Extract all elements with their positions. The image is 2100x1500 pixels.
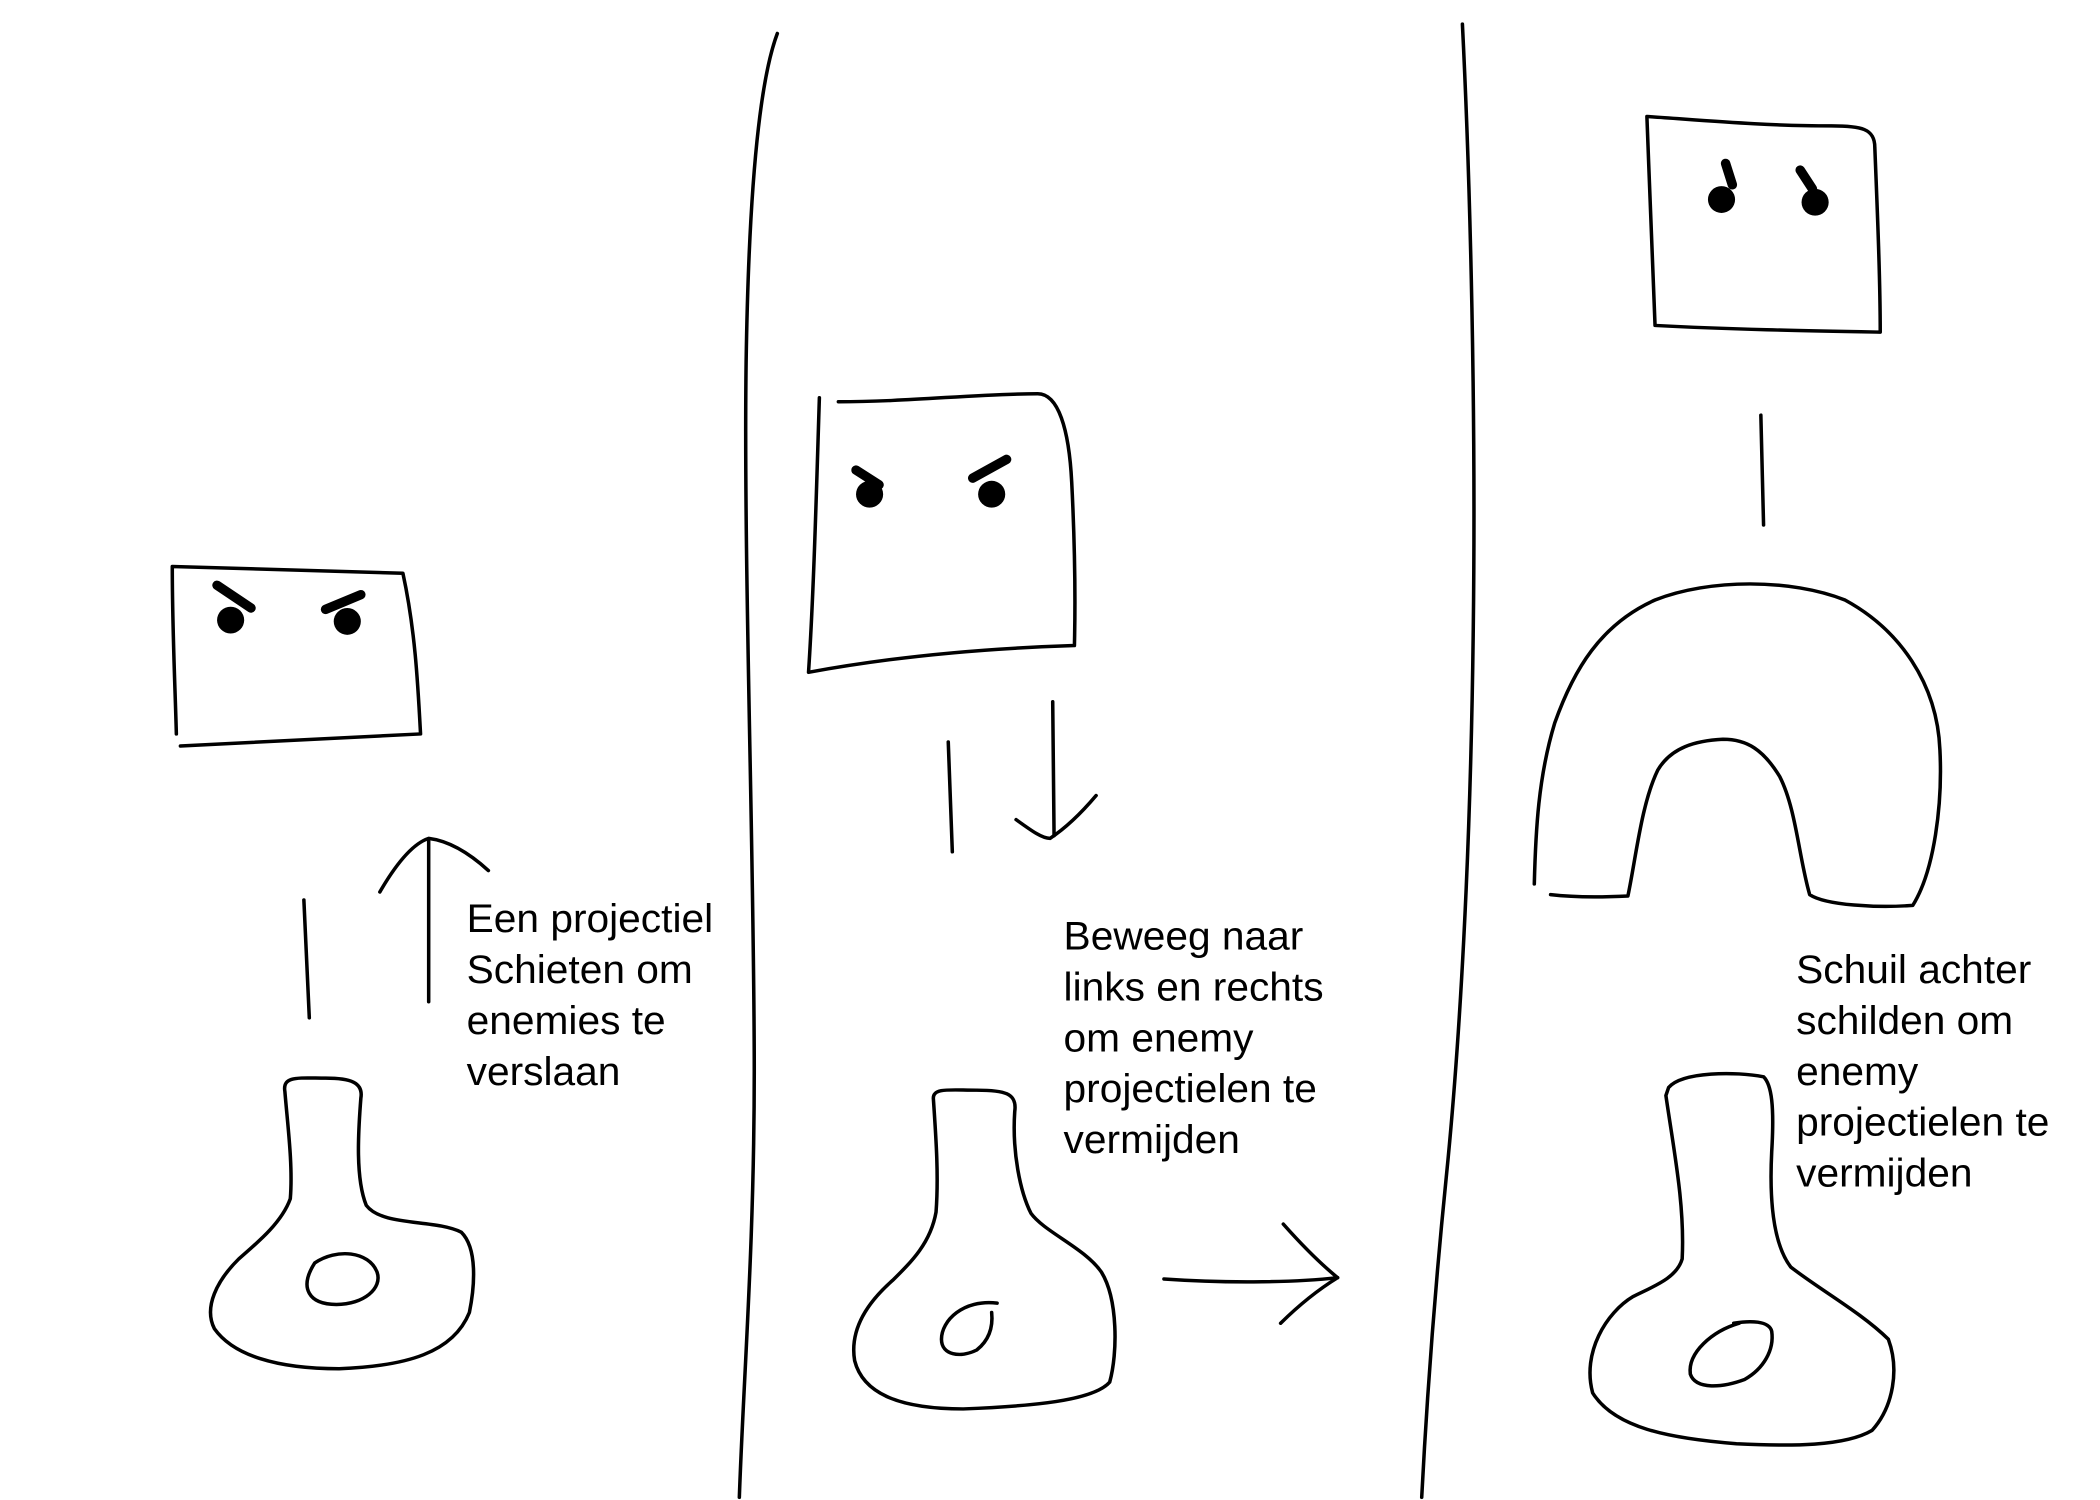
arrow-up-icon bbox=[378, 836, 491, 1004]
caption-line: links en rechts bbox=[1064, 964, 1324, 1010]
enemy-square-icon bbox=[170, 564, 423, 748]
caption-dodge: Beweeg naar links en rechts om enemy pro… bbox=[1064, 913, 1335, 1162]
panel-shield: Schuil achter schilden om enemy projecti… bbox=[1532, 114, 2061, 1447]
player-ship-icon bbox=[208, 1076, 476, 1371]
caption-line: vermijden bbox=[1064, 1116, 1240, 1162]
caption-line: Beweeg naar bbox=[1064, 913, 1304, 959]
player-projectile-icon bbox=[302, 898, 312, 1020]
caption-line: Een projectiel bbox=[467, 895, 713, 941]
panel-dodge: Beweeg naar links en rechts om enemy pro… bbox=[806, 392, 1340, 1411]
arrow-down-icon bbox=[1014, 700, 1098, 841]
panel-divider-right bbox=[1419, 22, 1476, 1500]
enemy-square-icon bbox=[806, 392, 1077, 675]
caption-line: projectielen te bbox=[1064, 1065, 1317, 1111]
caption-line: vermijden bbox=[1796, 1150, 1972, 1196]
arrow-right-icon bbox=[1162, 1222, 1340, 1325]
caption-line: enemy bbox=[1796, 1048, 1919, 1094]
panel-shoot: Een projectiel Schieten om enemies te ve… bbox=[170, 564, 725, 1371]
enemy-projectile-icon bbox=[946, 740, 955, 854]
panel-divider-left bbox=[737, 31, 780, 1500]
caption-shoot: Een projectiel Schieten om enemies te ve… bbox=[467, 895, 725, 1093]
caption-line: verslaan bbox=[467, 1048, 621, 1094]
caption-line: om enemy bbox=[1064, 1015, 1255, 1061]
player-ship-icon bbox=[851, 1088, 1117, 1411]
enemy-projectile-icon bbox=[1759, 413, 1766, 527]
caption-line: enemies te bbox=[467, 997, 666, 1043]
caption-line: Schuil achter bbox=[1796, 946, 2031, 992]
shield-icon bbox=[1532, 582, 1943, 909]
caption-line: schilden om bbox=[1796, 997, 2013, 1043]
caption-line: projectielen te bbox=[1796, 1099, 2049, 1145]
player-ship-icon bbox=[1588, 1071, 1896, 1447]
caption-shield: Schuil achter schilden om enemy projecti… bbox=[1796, 946, 2061, 1195]
caption-line: Schieten om bbox=[467, 946, 693, 992]
enemy-square-icon bbox=[1645, 114, 1882, 334]
